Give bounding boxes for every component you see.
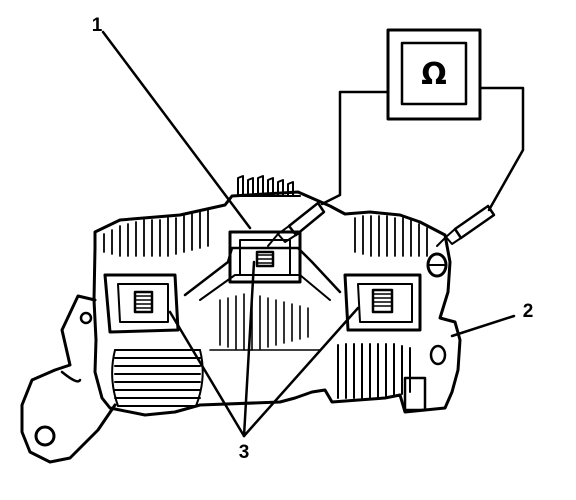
center-fins: [209, 293, 321, 351]
meter-leads: [320, 86, 525, 212]
mounting-bracket: [20, 294, 117, 464]
upper-right-fins: [354, 215, 428, 257]
leader-lines: [101, 30, 516, 438]
lower-right-fins: [337, 343, 411, 399]
upper-left-fins: [103, 209, 209, 257]
diode-terminal-center: [228, 230, 302, 284]
mounting-stud: [403, 252, 448, 412]
callout-3: 3: [239, 442, 250, 463]
ohmmeter: Ω: [386, 28, 482, 121]
lower-left-fins: [111, 349, 204, 407]
callout-2: 2: [523, 301, 534, 322]
ohm-symbol: Ω: [421, 57, 447, 92]
top-fins: [231, 175, 301, 197]
diode-terminal-left: [103, 273, 180, 334]
callout-1: 1: [92, 15, 103, 36]
rectifier-body: [92, 175, 462, 417]
diode-terminal-right: [343, 273, 422, 332]
